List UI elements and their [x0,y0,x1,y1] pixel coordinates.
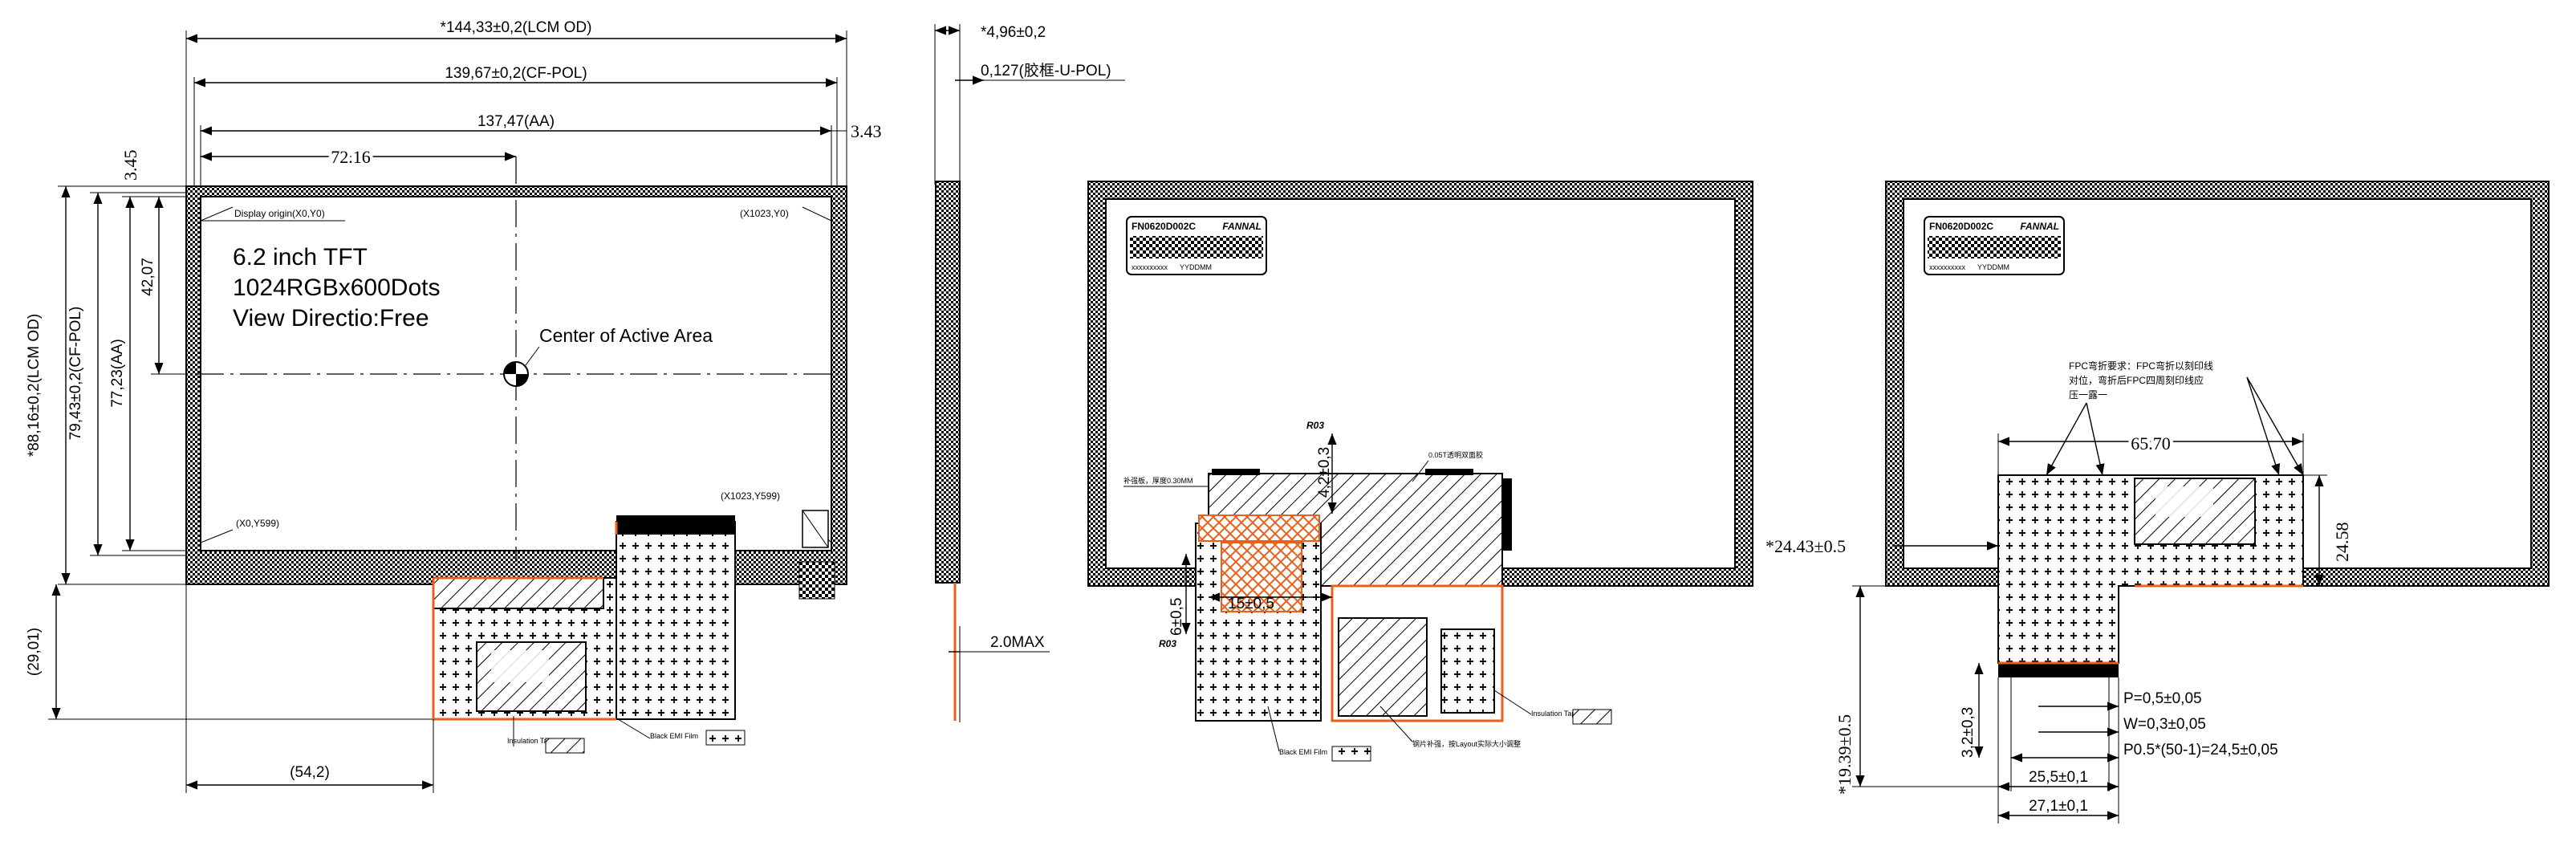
fpc-note-1: FPC弯折要求：FPC弯折以刻印线 [2069,360,2213,372]
emi-label-2: Black EMI Film [1279,748,1327,756]
dim-6: 6±0,5 [1168,598,1185,636]
label-code-1: FN0620D002C [1132,221,1196,232]
fpc-note-3: 压一露一 [2069,389,2107,401]
spec-width: W=0,3±0,05 [2123,716,2206,733]
label-top-right: (X1023,Y0) [740,208,789,219]
back-view-2: FN0620D002C FANNAL xxxxxxxxxx YYDDMM FPC… [1765,181,2550,824]
panel-line-size: 6.2 inch TFT [233,244,368,270]
label-bottom-right: (X1023,Y599) [721,490,780,502]
product-label-1: FN0620D002C FANNAL xxxxxxxxxx YYDDMM [1126,216,1267,275]
dim-pol-thickness: 0,127(胶框-U-POL) [981,62,1111,79]
note-left: 补强板，厚度0.30MM [1123,476,1193,485]
insulation-label-2: Insulation Tape [1531,710,1579,718]
emi-label: Black EMI Film [650,732,698,740]
note-top: 0.05T透明双面胶 [1428,450,1483,459]
label-date-1: YYDDMM [1180,263,1212,271]
label-date-2: YYDDMM [1977,263,2009,271]
dim-27: 27,1±0,1 [2029,798,2088,815]
spec-pitch: P=0,5±0,05 [2123,690,2202,707]
back-view-1: FN0620D002C FANNAL xxxxxxxxxx YYDDMM R03… [1087,181,1753,762]
dim-aa-height: 77,23(AA) [109,339,126,408]
emi-film-icon [705,730,746,746]
insulation-tape-icon [545,738,585,754]
dim-center-x: 72.16 [331,147,371,167]
dim-fpc-offset: (54,2) [290,764,330,781]
r-top: R03 [1306,420,1324,431]
side-profile [935,181,961,584]
dim-thickness: *4,96±0,2 [981,24,1046,41]
dim-aa-width: 137,47(AA) [477,113,555,130]
label-brand-2: FANNAL [2020,221,2059,232]
fpc-note-2: 对位，弯折后FPC四周刻印线应 [2069,374,2204,386]
label-serial-1: xxxxxxxxxx [1132,263,1168,271]
label-origin: Display origin(X0,Y0) [234,208,325,219]
dim-cf-pol-width: 139,67±0,2(CF-POL) [445,65,587,82]
dim-max: 2.0MAX [990,634,1045,651]
dim-lcm-od-width: *144,33±0,2(LCM OD) [441,19,592,36]
dim-center-y: 42,07 [140,258,156,296]
dim-left-offset: 3.45 [120,150,140,181]
dim-cf-pol-height: 79,43±0,2(CF-POL) [67,307,84,441]
label-brand-1: FANNAL [1222,221,1262,232]
barcode-1 [1130,236,1263,258]
dim-25: 25,5±0,1 [2029,769,2088,786]
center-label: Center of Active Area [539,325,713,346]
label-bottom-left: (X0,Y599) [236,518,279,529]
dim-15: 15±0,5 [1228,596,1274,612]
product-label-2: FN0620D002C FANNAL xxxxxxxxxx YYDDMM [1924,216,2065,275]
dim-vertical-1: 4,2±0,3 [1316,447,1333,498]
barcode-2 [1928,236,2061,258]
label-code-2: FN0620D002C [1929,221,1993,232]
side-view: *4,96±0,2 0,127(胶框-U-POL) 2.0MAX [934,24,1125,722]
note-bottom: 钢片补强，按Layout实际大小调整 [1412,739,1521,748]
r-bottom: R03 [1159,638,1176,649]
center-mark-icon [503,361,529,387]
panel-line-resolution: 1024RGBx600Dots [233,275,441,301]
spec-total: P0.5*(50-1)=24,5±0,05 [2123,742,2278,759]
dim-height-24: 24.58 [2332,523,2352,563]
label-serial-2: xxxxxxxxxx [1929,263,1966,271]
dim-fpc-height: (29,01) [26,628,43,676]
dim-offset-24: *24.43±0.5 [1765,536,1846,556]
dim-right-offset: 3.43 [851,121,882,141]
insulation-label: Insulation Tape [507,737,555,745]
dim-width-65: 65.70 [2131,433,2171,454]
front-view: *144,33±0,2(LCM OD) 139,67±0,2(CF-POL) 1… [26,19,882,793]
dim-length-19: *19.39±0.5 [1834,714,1855,795]
dim-lcm-od-height: *88,16±0,2(LCM OD) [26,314,43,457]
panel-line-view: View Directio:Free [233,305,429,331]
dim-tab-3: 3,2±0,3 [1960,707,1977,758]
